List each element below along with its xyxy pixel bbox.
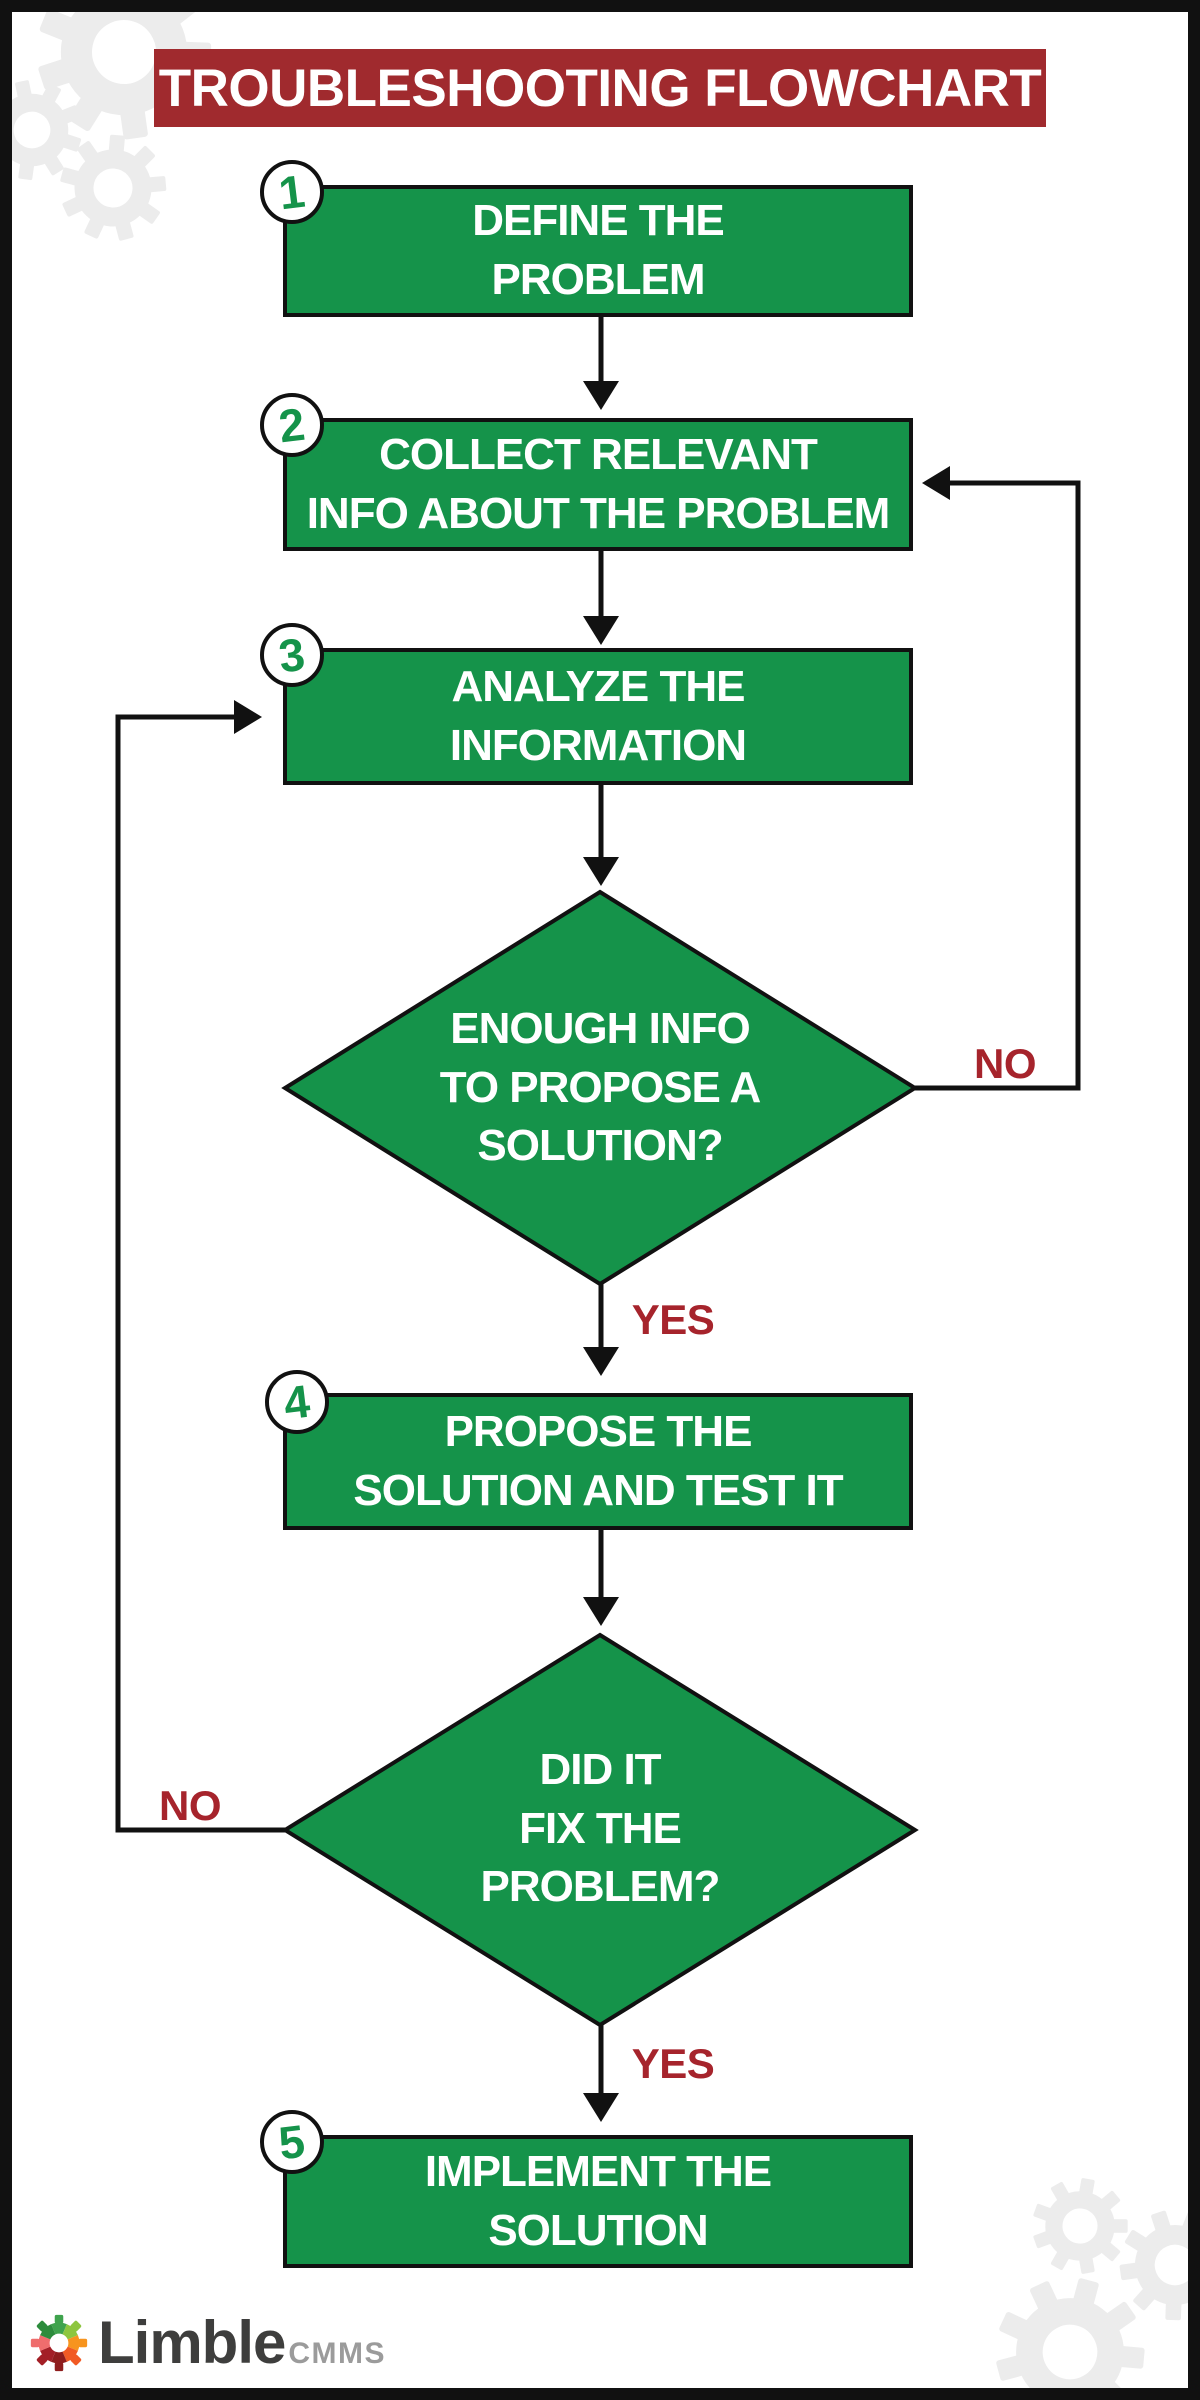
decision-1-label: ENOUGH INFO TO PROPOSE A SOLUTION? — [439, 1003, 762, 1171]
step-2-number: 2 — [276, 397, 308, 453]
decision-2-yes-label: YES — [631, 2040, 715, 2087]
brand-suffix: CMMS — [288, 2337, 387, 2370]
limble-wordmark: Limble CMMS — [98, 2308, 386, 2377]
step-4-box: PROPOSE THE SOLUTION AND TEST IT — [283, 1393, 913, 1530]
decision-2-diamond — [281, 1632, 919, 2028]
step-3-label: ANALYZE THE INFORMATION — [449, 661, 747, 770]
title-banner: TROUBLESHOOTING FLOWCHART — [154, 49, 1046, 127]
step-2-badge: 2 — [260, 393, 324, 457]
step-5-box: IMPLEMENT THE SOLUTION — [283, 2135, 913, 2268]
arrowhead-down-icon — [583, 2093, 619, 2122]
decision-1-diamond — [281, 889, 919, 1287]
arrowhead-left-icon — [922, 466, 950, 500]
decision-2-question: DID IT FIX THE PROBLEM? — [285, 1633, 915, 2025]
connector-decision2-no-loop — [115, 714, 285, 1833]
decision-2-no-label: NO — [159, 1782, 222, 1829]
step-3-number: 3 — [276, 627, 308, 683]
connector-lines — [115, 317, 1081, 2094]
step-1-badge: 1 — [260, 160, 324, 224]
decision-2-label: DID IT FIX THE PROBLEM? — [480, 1744, 721, 1912]
step-1-box: DEFINE THE PROBLEM — [283, 185, 913, 317]
page-title: TROUBLESHOOTING FLOWCHART — [158, 58, 1042, 118]
step-3-box: ANALYZE THE INFORMATION — [283, 648, 913, 785]
step-5-badge: 5 — [260, 2110, 324, 2174]
step-4-number: 4 — [281, 1374, 313, 1430]
arrowhead-right-icon — [234, 700, 262, 734]
arrowhead-down-icon — [583, 857, 619, 886]
step-1-number: 1 — [276, 164, 308, 220]
arrowhead-down-icon — [583, 1597, 619, 1626]
brand-name: Limble — [98, 2309, 286, 2376]
arrowhead-down-icon — [583, 616, 619, 645]
decision-1-question: ENOUGH INFO TO PROPOSE A SOLUTION? — [285, 892, 915, 1284]
limble-gear-hub — [49, 2333, 69, 2352]
step-5-label: IMPLEMENT THE SOLUTION — [424, 2146, 772, 2255]
step-5-number: 5 — [276, 2114, 308, 2170]
connector-decision1-no-loop — [915, 480, 1081, 1091]
arrowheads — [234, 381, 950, 2122]
decision-1-yes-label: YES — [631, 1296, 715, 1343]
arrowhead-down-icon — [583, 381, 619, 410]
step-1-label: DEFINE THE PROBLEM — [472, 196, 725, 304]
decision-1-no-label: NO — [974, 1040, 1037, 1087]
limble-gear-icon — [30, 2314, 88, 2371]
step-4-label: PROPOSE THE SOLUTION AND TEST IT — [353, 1406, 843, 1515]
step-3-badge: 3 — [260, 623, 324, 687]
arrowhead-down-icon — [583, 1347, 619, 1376]
step-2-box: COLLECT RELEVANT INFO ABOUT THE PROBLEM — [283, 418, 913, 551]
decision-shapes — [281, 889, 919, 2028]
limble-logo: Limble CMMS — [30, 2308, 386, 2377]
step-4-badge: 4 — [265, 1370, 329, 1434]
step-2-label: COLLECT RELEVANT INFO ABOUT THE PROBLEM — [306, 429, 891, 538]
